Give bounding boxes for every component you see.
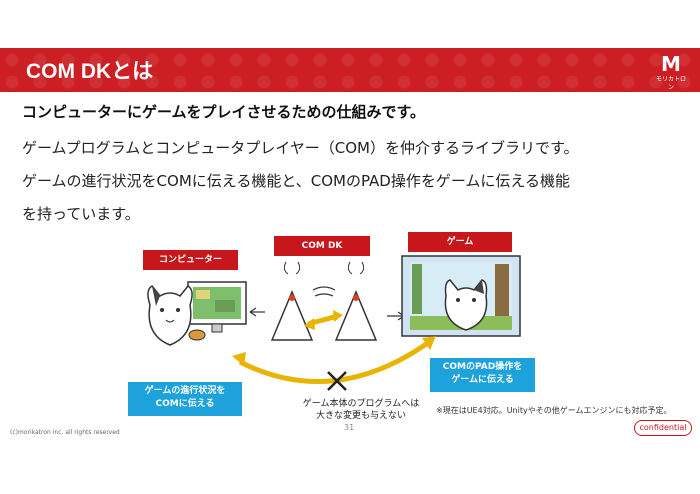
cat-right-icon <box>444 279 488 331</box>
body-line-1: ゲームプログラムとコンピュータプレイヤー（COM）を仲介するライブラリです。 <box>22 139 579 157</box>
company-logo: M モリカトロン <box>654 52 688 91</box>
handwritten-note: ゲーム本体のプログラムへは 大きな変更も与えない <box>286 398 436 422</box>
callout-game-progress: ゲームの進行状況を COMに伝える <box>128 382 242 416</box>
footnote: ※現在はUE4対応。Unityやその他ゲームエンジンにも対応予定。 <box>436 406 672 415</box>
logo-text: モリカトロン <box>655 76 686 91</box>
label-comdk: COM DK <box>274 236 370 256</box>
lead-text: コンピューターにゲームをプレイさせるための仕組みです。 <box>22 103 426 121</box>
hand-note-line-2: 大きな変更も与えない <box>315 411 406 421</box>
hand-note-line-1: ゲーム本体のプログラムへは <box>302 399 420 409</box>
arrow-left-icon <box>249 307 257 317</box>
comdk-character-right-icon <box>334 261 378 341</box>
label-computer: コンピューター <box>143 250 238 270</box>
page-title: COM DKとは <box>26 60 154 83</box>
logo-mark-icon: M <box>661 52 681 76</box>
confidential-badge: confidential <box>634 420 692 436</box>
callout-left-line-2: COMに伝える <box>155 399 215 409</box>
cat-left-icon <box>147 285 206 346</box>
body-line-3: を持っています。 <box>22 205 140 223</box>
label-game: ゲーム <box>408 232 512 252</box>
body-line-2: ゲームの進行状況をCOMに伝える機能と、COMのPAD操作をゲームに伝える機能 <box>22 172 570 190</box>
page-number: 31 <box>344 423 355 432</box>
comdk-character-left-icon <box>270 261 314 341</box>
copyright: (c)morikatron inc. all rights reserved <box>10 429 120 436</box>
computer-monitor-icon <box>187 281 247 333</box>
callout-left-line-1: ゲームの進行状況を <box>144 386 226 396</box>
exchange-arrow-icon <box>304 310 343 330</box>
bypass-arrow-icon <box>232 336 436 385</box>
x-mark-icon <box>327 371 347 391</box>
callout-right-line-1: COMのPAD操作を <box>442 362 523 372</box>
title-bar: COM DKとは M モリカトロン <box>0 48 700 92</box>
callout-pad-input: COMのPAD操作を ゲームに伝える <box>430 358 535 392</box>
callout-right-line-2: ゲームに伝える <box>451 375 514 385</box>
